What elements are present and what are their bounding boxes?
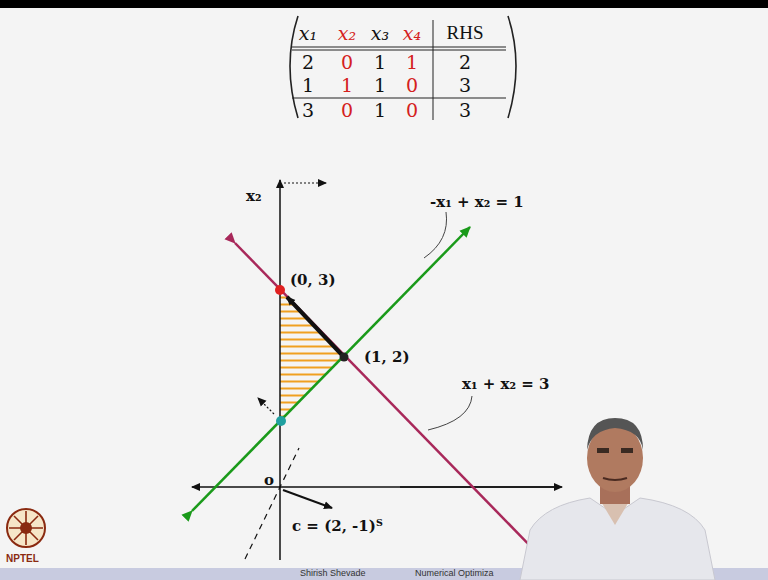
gradient-arrow [284,182,326,183]
y-axis [279,180,281,560]
simplex-step-arrow [287,297,342,355]
footer-text: Shirish Shevade [300,569,366,579]
column-header: x₄ [403,23,421,44]
vertex-dot [340,353,349,362]
table-cell: 0 [341,100,353,121]
table-cell: 0 [406,75,418,96]
constraint-line [192,227,470,511]
table-cell: 3 [459,75,471,96]
table-cell: 0 [341,52,353,73]
top-strip [0,0,768,8]
table-cell: 1 [374,75,386,96]
column-header: x₂ [338,23,356,44]
table-cell: 3 [302,100,314,121]
table-cell: 1 [302,75,314,96]
vertex-label: (1, 2) [364,349,410,366]
leader-line [424,212,447,258]
vertex-dot [275,285,285,295]
line-equation: -x₁ + x₂ = 1 [430,194,524,211]
table-cell: 1 [406,52,418,73]
nptel-logo [7,509,45,547]
table-cell: 2 [302,52,314,73]
x-axis-right [400,486,562,488]
logo-text: NPTEL [6,553,39,564]
tableau-frame [290,16,516,120]
table-cell: 0 [406,100,418,121]
objective-contour [245,448,299,559]
presenter-figure [520,418,715,580]
column-header: x₁ [299,23,317,44]
table-cell: 2 [459,52,471,73]
table-cell: 1 [374,52,386,73]
normal-arrow [258,398,274,414]
table-cell: 1 [341,75,353,96]
table-cell: 1 [374,100,386,121]
cost-vector [283,490,332,508]
column-header: RHS [447,23,484,44]
constraint-line [235,243,540,556]
leader-line [428,396,472,430]
column-header: x₃ [371,23,389,44]
table-cell: 3 [459,100,471,121]
axis-label: x₂ [246,188,262,205]
vertex-label: (0, 3) [290,272,336,289]
vertex-dot [276,416,286,426]
slide-ground [0,8,768,568]
footer-text: Numerical Optimiza [415,569,494,579]
line-equation: x₁ + x₂ = 3 [462,376,550,393]
origin-label: o [264,472,274,489]
feasible-region [280,290,344,421]
vector-label: c = (2, -1)ᵀ [292,518,383,535]
